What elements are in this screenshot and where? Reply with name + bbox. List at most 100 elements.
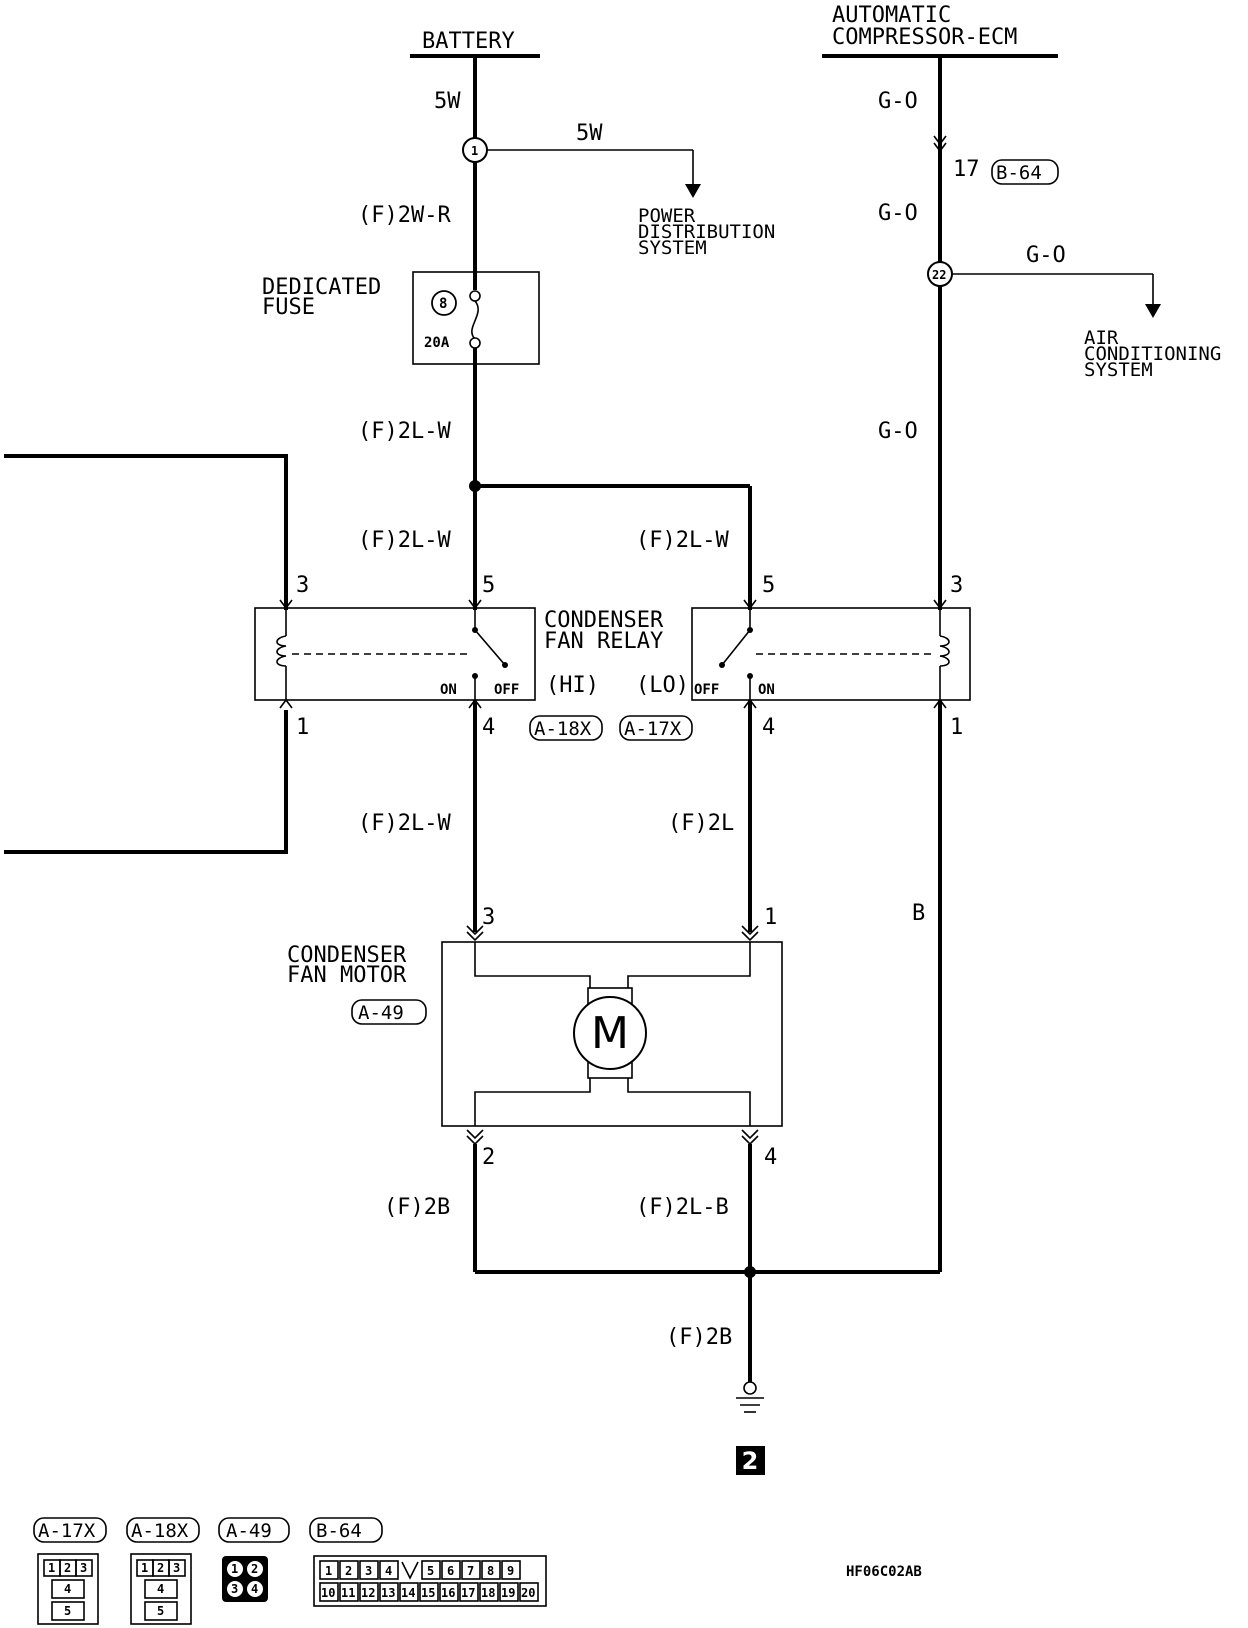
ac-system-line1: AIR <box>1084 327 1119 349</box>
pin-cell <box>227 1561 243 1577</box>
power-dist-line2: DISTRIBUTION <box>638 221 775 243</box>
pin-number: 4 <box>64 1582 71 1596</box>
relay-hi-pin-1: 1 <box>296 715 309 740</box>
fuse-terminal-bottom <box>469 337 481 349</box>
pin-number: 5 <box>427 1564 434 1578</box>
pin-number: 1 <box>48 1561 55 1575</box>
wire-left-loop-bottom <box>4 710 288 854</box>
pin-cell <box>51 1579 85 1599</box>
pin-number: 16 <box>441 1586 455 1600</box>
pin-cell <box>461 1560 481 1580</box>
pin-cell <box>75 1559 93 1577</box>
wire-label-g-o-branch: G-O <box>1026 243 1066 268</box>
motor-code: A-49 <box>358 1002 404 1024</box>
motor-code-badge <box>351 999 427 1025</box>
ac-system-line3: SYSTEM <box>1084 359 1153 381</box>
connector-icon <box>933 599 947 610</box>
arrow-down-icon <box>685 184 701 198</box>
connector-a49-face <box>222 1556 268 1602</box>
pin-number: 5 <box>64 1604 71 1618</box>
pin-cell <box>359 1582 379 1602</box>
pin-number: 19 <box>501 1586 515 1600</box>
connector-icon <box>743 599 757 610</box>
connector-icon <box>468 599 482 610</box>
splice-point <box>744 1266 756 1278</box>
pin-number: 4 <box>385 1564 392 1578</box>
wire-label-b: B <box>912 901 925 926</box>
pin-cell <box>499 1582 519 1602</box>
pin-number: 5 <box>157 1604 164 1618</box>
battery-label: BATTERY <box>422 29 515 54</box>
wire-label-2l-b: (F)2L-B <box>636 1195 729 1220</box>
ground-number: 2 <box>742 1447 759 1475</box>
relay-lo-on: ON <box>758 682 775 698</box>
pin-cell <box>339 1560 359 1580</box>
wire-label-2l-w-hi-in: (F)2L-W <box>358 528 451 553</box>
pin-cell <box>419 1582 439 1602</box>
arrow-down-icon <box>1145 304 1161 318</box>
fuse-label-line2: FUSE <box>262 295 315 320</box>
pin-number: 7 <box>467 1564 474 1578</box>
pin-number: 1 <box>231 1562 238 1576</box>
key-notch-icon <box>401 1561 419 1580</box>
relay-title-line1: CONDENSER <box>544 608 664 633</box>
relay-lo-code-badge <box>619 715 693 741</box>
wire-label-g-o-2: G-O <box>878 201 918 226</box>
junction-22-number: 22 <box>932 268 946 282</box>
pin-number: 3 <box>231 1582 238 1596</box>
pin-cell <box>399 1582 419 1602</box>
wire-label-g-o-3: G-O <box>878 419 918 444</box>
relay-lo-pin-5: 5 <box>762 573 775 598</box>
pin-cell <box>339 1582 359 1602</box>
ecm-label-line2: COMPRESSOR-ECM <box>832 25 1017 50</box>
pin-number: 4 <box>251 1582 258 1596</box>
power-dist-line3: SYSTEM <box>638 237 707 259</box>
switch-contact <box>719 662 725 668</box>
wire-label-2w-r: (F)2W-R <box>358 203 451 228</box>
motor-internal-wire <box>627 942 751 988</box>
relay-lo-pin-4: 4 <box>762 715 775 740</box>
pin-cell <box>379 1560 399 1580</box>
motor-pin-3: 3 <box>482 905 495 930</box>
relay-title-line2: FAN RELAY <box>544 629 663 654</box>
pin-number: 1 <box>141 1561 148 1575</box>
motor-pin-2: 2 <box>482 1145 495 1170</box>
connector-icon <box>741 1129 759 1146</box>
connector-b64-badge <box>991 159 1059 185</box>
relay-hi-code-badge <box>529 715 603 741</box>
motor-pin-4: 4 <box>764 1145 777 1170</box>
pin-number: 2 <box>251 1562 258 1576</box>
connector-legend: A-17X A-18X A-49 B-64 1 2 3 4 5 1 2 3 4 … <box>33 1517 547 1625</box>
wire-label-2l-w-lo-in: (F)2L-W <box>636 528 729 553</box>
relay-hi-pin-3: 3 <box>296 573 309 598</box>
pin-cell <box>247 1581 263 1597</box>
pin-number: 1 <box>325 1564 332 1578</box>
coil-icon <box>939 635 950 667</box>
pin-cell <box>441 1560 461 1580</box>
relay-hi-box <box>254 607 536 701</box>
pin-number: 3 <box>80 1561 87 1575</box>
fuse-label-line1: DEDICATED <box>262 275 381 300</box>
pin-cell <box>144 1579 178 1599</box>
legend-label-a18x: A-18X <box>131 1520 189 1542</box>
relay-hi-off: OFF <box>494 682 519 698</box>
pin-number: 18 <box>481 1586 495 1600</box>
relay-hi-label: (HI) <box>546 673 599 698</box>
pin-cell <box>359 1560 379 1580</box>
connector-icon <box>466 1129 484 1146</box>
ecm-pin-17: 17 <box>953 157 980 182</box>
pin-cell <box>247 1561 263 1577</box>
ecm-label-line1: AUTOMATIC <box>832 3 951 28</box>
pin-cell <box>481 1560 501 1580</box>
wire-label-2b-left: (F)2B <box>384 1195 450 1220</box>
legend-label-a17x: A-17X <box>38 1520 96 1542</box>
relay-lo-code: A-17X <box>624 718 682 740</box>
pin-number: 3 <box>365 1564 372 1578</box>
pin-number: 2 <box>345 1564 352 1578</box>
ground-terminal <box>743 1381 757 1395</box>
pin-number: 2 <box>64 1561 71 1575</box>
figure-code: HF06C02AB <box>846 1564 922 1580</box>
switch-arm-icon <box>721 629 751 666</box>
motor-symbol: M <box>591 1008 629 1059</box>
